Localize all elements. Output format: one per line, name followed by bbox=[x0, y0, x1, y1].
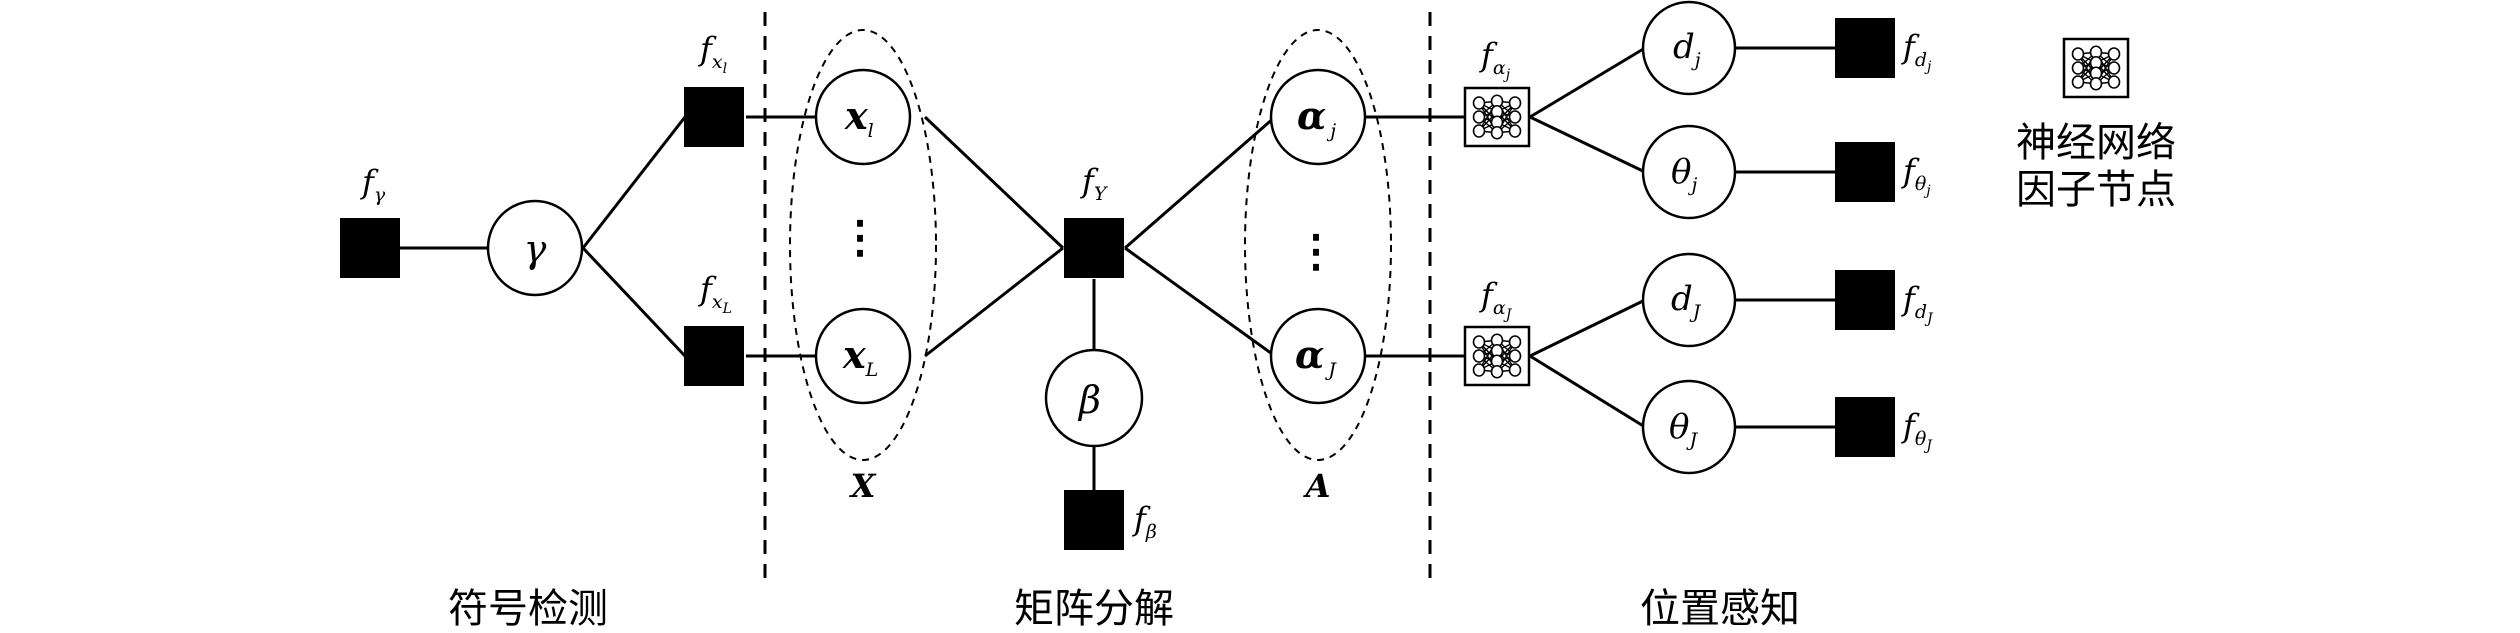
factor-f-thetaJ-label: fθJ bbox=[1901, 407, 1933, 454]
factor-f-alpha-j-label: fαj bbox=[1479, 36, 1511, 83]
node-gamma-label: γ bbox=[524, 227, 547, 271]
section-localization-label: 位置感知 bbox=[1640, 586, 1800, 632]
factor-f-xl-label: fxl bbox=[698, 30, 727, 77]
factor-f-dJ bbox=[1835, 270, 1895, 330]
section-factorization-label: 矩阵分解 bbox=[1014, 586, 1174, 632]
group-A-ellipse bbox=[1244, 29, 1392, 461]
factor-f-dJ-label: fdJ bbox=[1901, 280, 1934, 327]
node-dJ-label: dJ bbox=[1671, 279, 1702, 323]
legend-line-2: 因子节点 bbox=[2016, 167, 2176, 213]
ellipsis-x: ⋮ bbox=[838, 212, 882, 263]
factor-f-dj bbox=[1835, 18, 1895, 78]
ellipsis-alpha: ⋮ bbox=[1294, 226, 1338, 277]
node-thetaJ-label: θJ bbox=[1669, 407, 1698, 451]
factor-f-beta-label: fβ bbox=[1132, 500, 1157, 543]
factor-f-xl bbox=[684, 87, 744, 147]
node-beta-label: β bbox=[1077, 378, 1101, 422]
group-X-ellipse bbox=[789, 29, 937, 461]
node-gamma-circle bbox=[486, 199, 584, 297]
node-dJ-circle bbox=[1641, 252, 1737, 348]
node-dj-label: dj bbox=[1673, 27, 1701, 71]
node-xL-label: xL bbox=[842, 332, 878, 381]
nn-factor-alpha-J-icon bbox=[1463, 325, 1531, 387]
factor-f-xL-label: fxL bbox=[698, 270, 732, 317]
factor-f-dj-label: fdj bbox=[1901, 28, 1932, 75]
legend-line-1: 神经网络 bbox=[2016, 120, 2176, 166]
section-detection-label: 符号检测 bbox=[448, 586, 608, 632]
node-xL-circle bbox=[814, 307, 912, 405]
legend-nn-icon bbox=[2062, 37, 2130, 99]
factor-f-gamma-label: fγ bbox=[360, 163, 386, 206]
node-thetaJ-circle bbox=[1641, 379, 1737, 475]
node-beta-circle bbox=[1044, 348, 1144, 448]
node-alpha-J-circle bbox=[1269, 307, 1367, 405]
factor-f-Y bbox=[1064, 218, 1124, 278]
group-A-label: A bbox=[1303, 467, 1331, 505]
factor-f-thetaj-label: fθj bbox=[1901, 152, 1931, 199]
group-X-label: X bbox=[849, 467, 877, 505]
factor-f-thetaJ bbox=[1835, 397, 1895, 457]
node-xl-circle bbox=[814, 68, 912, 166]
factor-f-gamma bbox=[340, 218, 400, 278]
factor-f-thetaj bbox=[1835, 142, 1895, 202]
node-alpha-j-circle bbox=[1269, 68, 1367, 166]
factor-f-beta bbox=[1064, 490, 1124, 550]
node-xl-label: xl bbox=[844, 93, 874, 142]
edges bbox=[398, 46, 1835, 490]
node-dj-circle bbox=[1641, 0, 1737, 96]
node-thetaj-label: θj bbox=[1671, 152, 1697, 196]
factor-f-alpha-J-label: fαJ bbox=[1479, 276, 1513, 323]
factor-f-xL bbox=[684, 326, 744, 386]
nn-factor-alpha-j-icon bbox=[1463, 86, 1531, 148]
node-thetaj-circle bbox=[1641, 124, 1737, 220]
factor-f-Y-label: fY bbox=[1080, 162, 1109, 205]
